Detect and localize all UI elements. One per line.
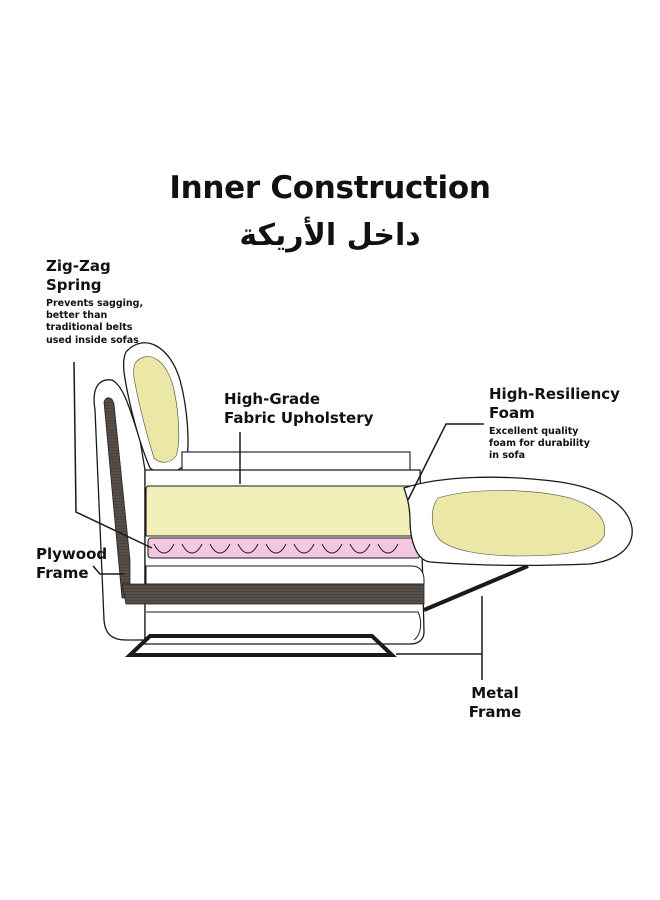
plywood-heading-line2: Frame xyxy=(36,563,89,582)
metal-base-frame xyxy=(124,634,398,657)
foam-leader-line xyxy=(407,423,484,501)
label-fabric-upholstery: High-Grade Fabric Upholstery xyxy=(224,390,424,428)
foam-desc-line2: foam for durability xyxy=(489,437,590,449)
footrest-foam xyxy=(431,490,606,557)
metal-heading-line1: Metal xyxy=(471,684,519,702)
plywood-base-panel xyxy=(121,583,425,605)
label-metal-frame: Metal Frame xyxy=(455,684,535,722)
label-plywood-frame: Plywood Frame xyxy=(36,545,146,583)
plywood-leader-line xyxy=(92,565,124,575)
zigzag-heading-line2: Spring xyxy=(46,275,102,294)
foam-desc-line3: in sofa xyxy=(489,450,526,462)
zigzag-spring-wave xyxy=(153,543,399,554)
seat-foam xyxy=(145,485,423,537)
zigzag-heading-line1: Zig-Zag xyxy=(46,257,111,275)
metal-leader-line xyxy=(396,596,483,680)
base-bottom-curve xyxy=(146,611,422,641)
footrest-metal-arm xyxy=(423,564,529,612)
zigzag-desc-line1: Prevents sagging, xyxy=(46,297,144,309)
zigzag-desc-line2: better than xyxy=(46,309,108,321)
lower-seat-box xyxy=(145,565,425,585)
foam-heading-line1: High-Resiliency xyxy=(489,385,620,403)
label-zigzag-spring: Zig-Zag Spring Prevents sagging, better … xyxy=(46,257,196,347)
fabric-heading-line2: Fabric Upholstery xyxy=(224,408,374,427)
foam-heading-line2: Foam xyxy=(489,403,535,422)
fabric-heading-line1: High-Grade xyxy=(224,390,321,408)
zigzag-desc-line3: traditional belts xyxy=(46,322,133,334)
plywood-heading-line1: Plywood xyxy=(36,545,108,563)
foam-desc-line1: Excellent quality xyxy=(489,425,579,437)
zigzag-leader-line xyxy=(73,361,153,549)
zigzag-desc-line4: used inside sofas xyxy=(46,334,139,346)
label-resiliency-foam: High-Resiliency Foam Excellent quality f… xyxy=(489,385,649,463)
diagram-title: Inner Construction xyxy=(169,170,491,206)
headrest-foam xyxy=(133,356,180,463)
diagram-subtitle-arabic: داخل الأريكة xyxy=(239,218,421,253)
metal-heading-line2: Frame xyxy=(468,702,522,721)
